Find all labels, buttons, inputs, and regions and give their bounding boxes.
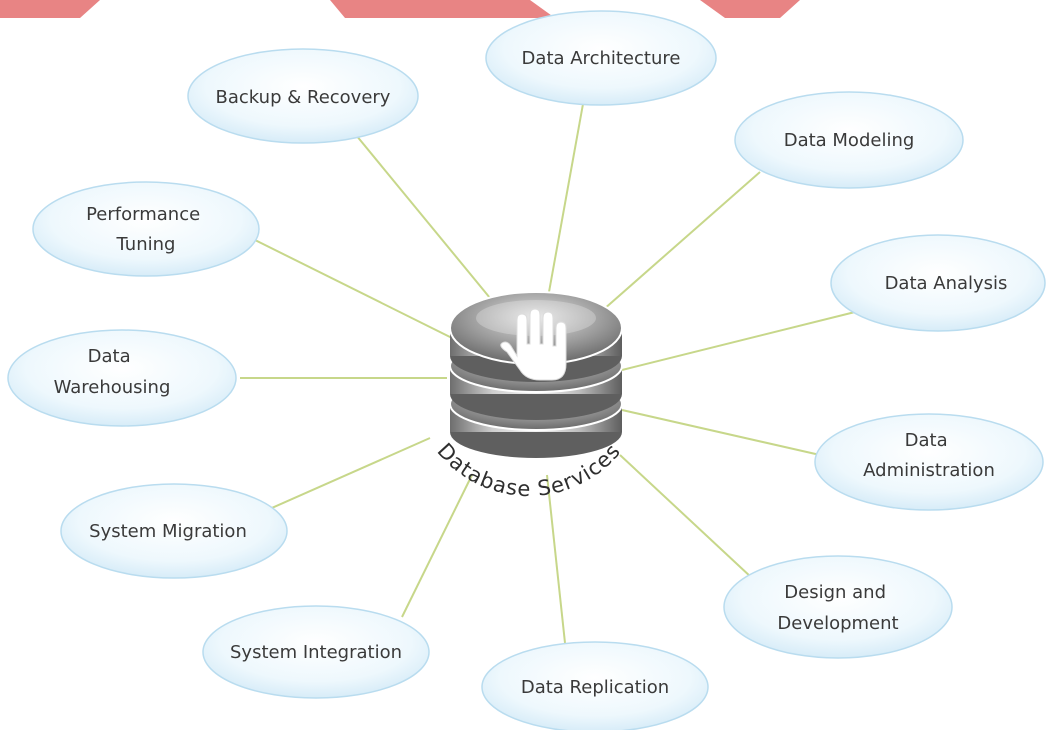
connector-data-modeling bbox=[602, 171, 761, 311]
node-label: Data Modeling bbox=[784, 130, 915, 151]
connector-performance-tuning bbox=[254, 239, 453, 339]
connector-design-and-development bbox=[619, 454, 753, 579]
node-backup-recovery: Backup & Recovery bbox=[187, 48, 419, 144]
node-label-line: Tuning bbox=[116, 234, 176, 255]
top-ribbons bbox=[0, 0, 800, 18]
node-system-migration: System Migration bbox=[60, 483, 288, 579]
node-data-analysis: Data Analysis bbox=[830, 234, 1046, 332]
node-design-and-development: Design and Development bbox=[723, 555, 953, 659]
node-label-line: Warehousing bbox=[54, 377, 171, 398]
node-label-line: Performance bbox=[86, 204, 200, 225]
node-label-line: Data Architecture bbox=[522, 48, 681, 69]
connector-data-replication bbox=[546, 474, 566, 644]
node-data-administration: Data Administration bbox=[814, 413, 1044, 511]
hand-icon bbox=[500, 308, 567, 381]
node-label-line: Data Modeling bbox=[784, 130, 915, 151]
node-data-warehousing: Data Warehousing bbox=[7, 329, 237, 427]
node-label-line: Data Analysis bbox=[885, 273, 1008, 294]
node-label-line: Design and bbox=[784, 582, 886, 603]
node-label: Backup & Recovery bbox=[216, 87, 391, 108]
node-data-architecture: Data Architecture bbox=[485, 10, 717, 106]
node-label: Data Warehousing bbox=[54, 346, 171, 398]
node-label-line: Data bbox=[88, 346, 131, 367]
node-data-replication: Data Replication bbox=[481, 641, 709, 730]
node-label: Data Analysis bbox=[885, 273, 1008, 294]
ribbon-right bbox=[700, 0, 800, 18]
node-label-line: Data bbox=[905, 430, 948, 451]
node-label: System Migration bbox=[89, 521, 247, 542]
node-label: Data Architecture bbox=[522, 48, 681, 69]
node-label: System Integration bbox=[230, 642, 402, 663]
node-data-modeling: Data Modeling bbox=[734, 91, 964, 189]
node-label-line: Development bbox=[777, 613, 898, 634]
connector-data-administration bbox=[621, 409, 821, 456]
ribbon-center bbox=[330, 0, 555, 18]
connector-lines bbox=[240, 103, 856, 644]
node-label: Performance Tuning bbox=[86, 204, 206, 255]
service-nodes: Data Architecture Data Modeling Data Ana… bbox=[7, 10, 1046, 730]
node-label-line: Administration bbox=[863, 460, 995, 481]
node-label: Design and Development bbox=[777, 582, 898, 634]
node-label-line: Backup & Recovery bbox=[216, 87, 391, 108]
connector-system-migration bbox=[264, 437, 431, 512]
node-performance-tuning: Performance Tuning bbox=[32, 181, 260, 277]
database-hub: Database Services bbox=[433, 291, 624, 501]
node-label: Data Administration bbox=[863, 430, 995, 481]
ribbon-left bbox=[0, 0, 100, 18]
database-icon bbox=[449, 291, 623, 458]
connector-data-analysis bbox=[621, 311, 856, 371]
node-system-integration: System Integration bbox=[202, 605, 430, 699]
connector-data-architecture bbox=[548, 103, 584, 293]
node-label: Data Replication bbox=[521, 677, 669, 698]
connector-backup-recovery bbox=[355, 134, 491, 299]
node-label-line: Data Replication bbox=[521, 677, 669, 698]
node-label-line: System Migration bbox=[89, 521, 247, 542]
connector-system-integration bbox=[401, 474, 473, 618]
node-label-line: System Integration bbox=[230, 642, 402, 663]
